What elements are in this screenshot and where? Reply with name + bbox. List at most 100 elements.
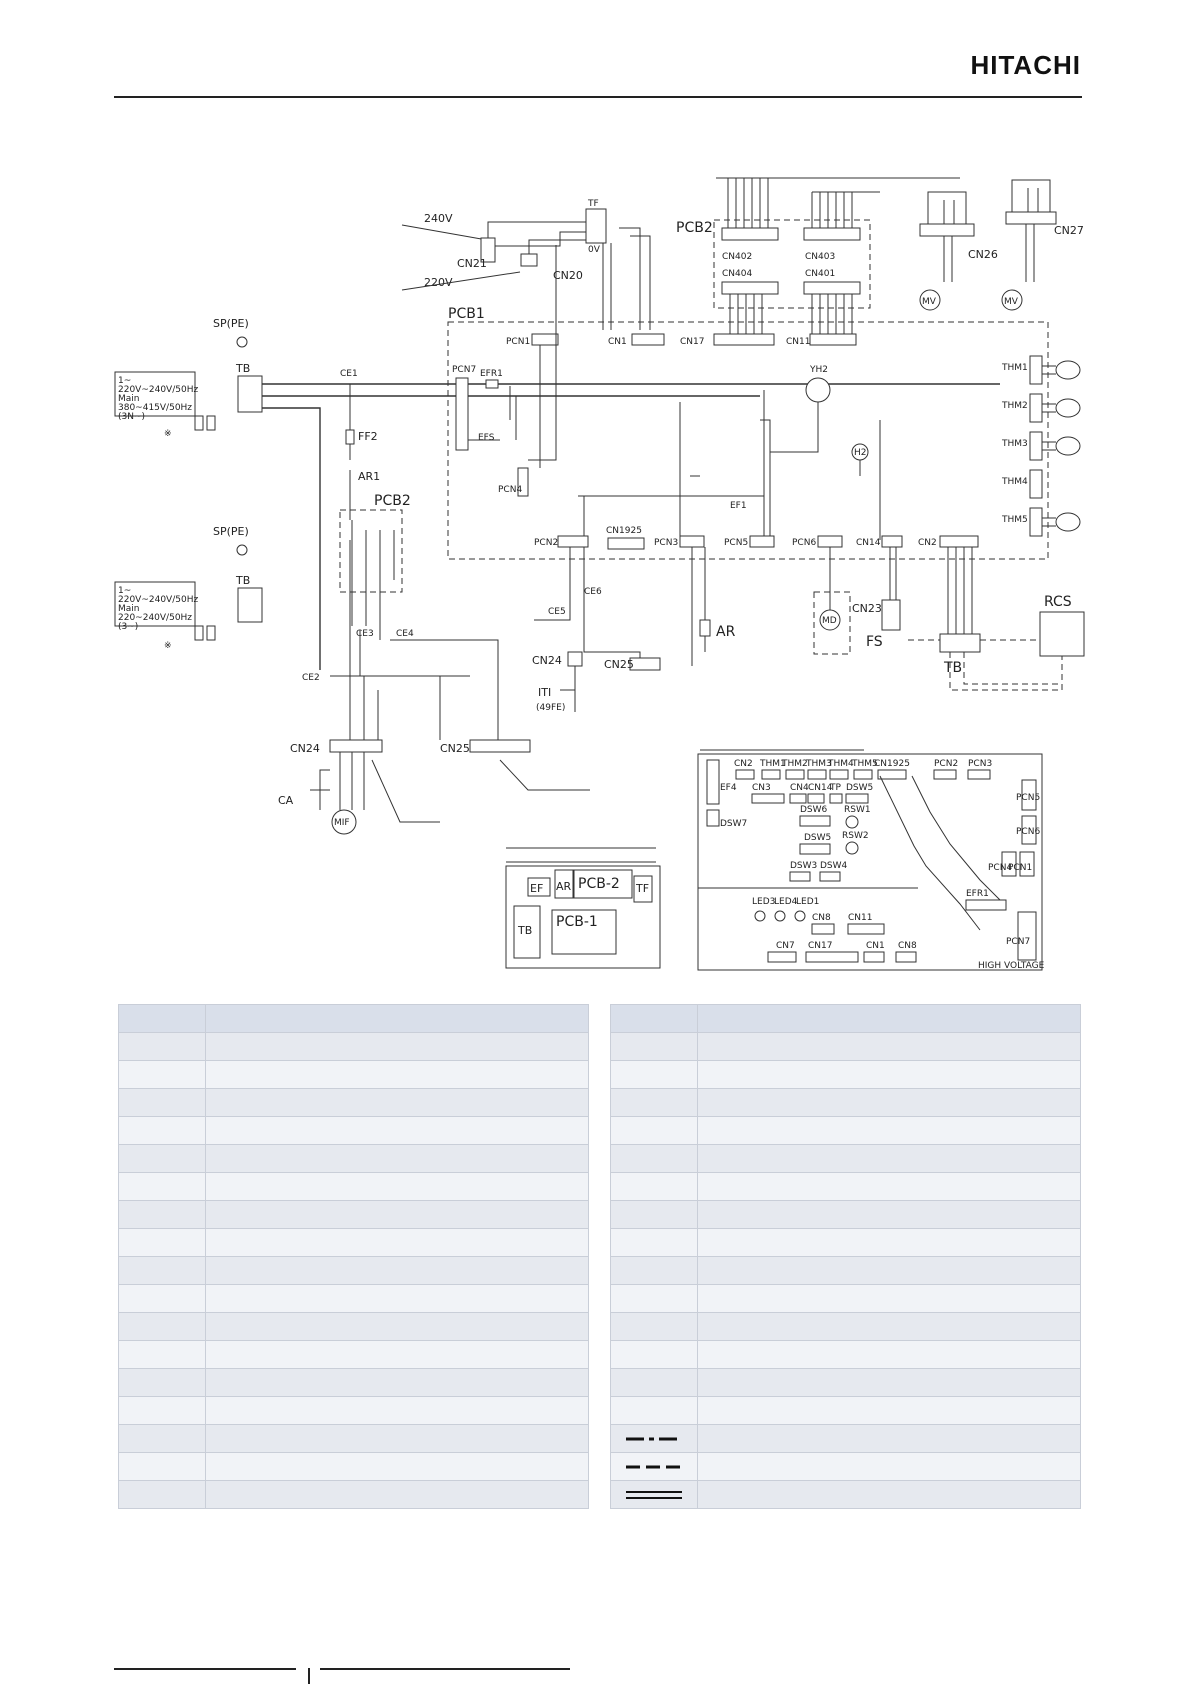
diagram-label: THM1: [759, 759, 786, 769]
label-ce5: CE5: [548, 607, 566, 617]
label-ce6: CE6: [584, 587, 602, 597]
line-sample-dashed: [610, 1452, 698, 1481]
cn23-connector: [881, 599, 901, 631]
diagram-label: 380~415V/50Hz: [118, 403, 192, 413]
label-cn20: CN20: [553, 269, 583, 282]
label-tb-layout: TB: [517, 924, 532, 937]
diagram-label: THM2: [781, 759, 808, 769]
label-cn23: CN23: [852, 602, 882, 615]
md-enclosure: [813, 591, 851, 655]
diagram-label: 220V~240V/50Hz: [118, 595, 198, 605]
brand-logo: HITACHI: [970, 50, 1081, 80]
footer-rule-left: [114, 1668, 296, 1670]
pcn7-connector: [455, 377, 469, 451]
label-mif: MIF: [334, 818, 350, 828]
label-cn17: CN17: [680, 337, 704, 347]
label-efs: EFS: [478, 433, 495, 443]
diagram-label: RSW1: [844, 805, 871, 815]
label-pcb1-layout: PCB-1: [556, 914, 598, 930]
diagram-label: PCN6: [1016, 827, 1040, 837]
label-ar-layout: AR: [556, 880, 572, 893]
label-cn26: CN26: [968, 248, 998, 261]
diagram-label: DSW3: [790, 861, 817, 871]
diagram-label: PCN5: [1016, 793, 1040, 803]
label-pcn2: PCN2: [534, 538, 558, 548]
label-dsw7: DSW7: [720, 819, 747, 829]
label-yh2: YH2: [809, 365, 828, 375]
diagram-label: 1~: [118, 376, 131, 386]
cn24-connector-small: [567, 651, 583, 667]
label-mv1: MV: [922, 297, 937, 307]
pcb2-outline-mid: [339, 509, 403, 593]
diagram-label: DSW6: [800, 805, 828, 815]
diagram-label: CN8: [812, 913, 831, 923]
diagram-label: (3~): [118, 622, 138, 632]
label-0v: 0V: [588, 245, 601, 255]
diagram-label: DSW5: [846, 783, 873, 793]
cn20-connector: [520, 253, 538, 267]
label-h2: H2: [854, 448, 867, 458]
diagram-label: CN1925: [874, 759, 910, 769]
label-cn1925: CN1925: [606, 526, 642, 536]
label-cn25-small: CN25: [604, 658, 634, 671]
note-mark-bottom: ※: [164, 641, 172, 651]
diagram-label: 220~240V/50Hz: [118, 613, 192, 623]
label-pcn6: PCN6: [792, 538, 816, 548]
diagram-label: CN8: [898, 941, 917, 951]
mv-valve-2: [1001, 289, 1023, 311]
yh2-heater: [805, 377, 831, 403]
cn24-connector-main: [329, 739, 383, 753]
md-motor: [819, 609, 841, 631]
label-thm1: THM1: [1001, 363, 1028, 373]
label-cn24-small: CN24: [532, 654, 562, 667]
mv-valve-1: [919, 289, 941, 311]
label-mv2: MV: [1004, 297, 1019, 307]
label-ar: AR: [716, 624, 736, 640]
diagram-label: PCN4: [988, 863, 1012, 873]
label-ff2: FF2: [358, 430, 378, 443]
diagram-label: PCN7: [1006, 937, 1030, 947]
transformer-tf: [585, 208, 607, 244]
diagram-label: HIGH VOLTAGE: [978, 961, 1045, 971]
diagram-label: DSW4: [820, 861, 848, 871]
line-sample-dashdot: [610, 1424, 698, 1453]
footer-tick: [308, 1668, 310, 1684]
label-cn404: CN404: [722, 269, 752, 279]
label-thm4: THM4: [1001, 477, 1028, 487]
label-tf: TF: [587, 199, 599, 209]
diagram-label: TP: [829, 783, 841, 793]
label-iti: ITI: [538, 686, 551, 699]
pcb2-outline-top: [713, 219, 871, 309]
diagram-label: PCN1: [1008, 863, 1032, 873]
diagram-label: 1~: [118, 586, 131, 596]
pcb1-outline: [447, 321, 1049, 560]
wiring-diagram: 240V 220V CN21 CN20 TF 0V PCB1 PCB2 CN40…: [114, 177, 1085, 971]
label-sp-pe-bottom: SP(PE): [213, 525, 249, 538]
pcn4-connector: [517, 467, 529, 497]
diagram-label: LED3: [752, 897, 775, 907]
label-fs: FS: [866, 634, 883, 650]
cn25-connector-main: [469, 739, 531, 753]
terminal-board-bottom: [237, 587, 263, 623]
diagram-label: CN3: [752, 783, 771, 793]
note-mark-top: ※: [164, 429, 172, 439]
label-thm5: THM5: [1001, 515, 1028, 525]
label-ce4: CE4: [396, 629, 414, 639]
label-sp-pe-top: SP(PE): [213, 317, 249, 330]
header-rule: [114, 96, 1082, 98]
diagram-label: LED1: [796, 897, 819, 907]
diagram-label: Main: [118, 394, 140, 404]
cn25-connector-small: [629, 657, 661, 671]
label-49fe: (49FE): [536, 703, 565, 713]
label-ca: CA: [278, 794, 294, 807]
diagram-label: CN2: [734, 759, 753, 769]
label-pcn3: PCN3: [654, 538, 678, 548]
fan-motor-mif: [331, 809, 357, 835]
diagram-label: CN14: [808, 783, 833, 793]
label-pcb1: PCB1: [448, 306, 485, 322]
label-cn2: CN2: [918, 538, 937, 548]
label-pcb2-mid: PCB2: [374, 493, 411, 509]
legend-table-left: [118, 1004, 589, 1509]
supply-box-bottom: [114, 581, 196, 627]
diagram-label: CN7: [776, 941, 795, 951]
